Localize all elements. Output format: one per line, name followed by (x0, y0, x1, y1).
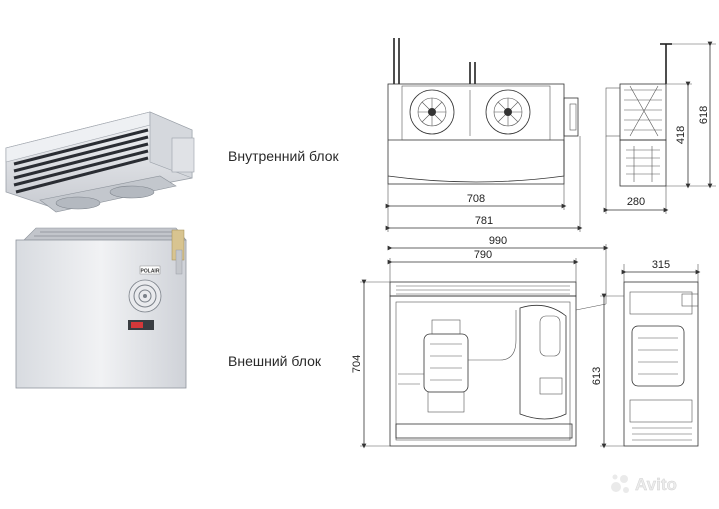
dim-indoor-781: 781 (475, 215, 493, 227)
dim-outdoor-704: 704 (351, 355, 363, 373)
indoor-front-drawing (385, 38, 583, 232)
dim-outdoor-613: 613 (591, 367, 603, 385)
dim-indoor-708: 708 (467, 193, 485, 205)
outdoor-unit-photo (15, 227, 187, 389)
outdoor-front-drawing (360, 244, 609, 449)
avito-watermark-text: Avito (635, 475, 677, 494)
indoor-fan-left (409, 89, 455, 135)
outdoor-unit-label: Внешний блок (228, 353, 321, 369)
indoor-side-drawing (603, 41, 716, 214)
brand-badge: POLAIR (141, 269, 160, 275)
dim-outdoor-790: 790 (474, 249, 492, 261)
outdoor-side-drawing (600, 264, 701, 449)
dim-outdoor-315: 315 (652, 259, 670, 271)
indoor-unit-label: Внутренний блок (228, 148, 339, 164)
avito-logo-icon (611, 474, 629, 493)
dim-outdoor-990: 990 (489, 235, 507, 247)
dim-indoor-618: 618 (698, 106, 710, 124)
indoor-fan-right (485, 89, 531, 135)
indoor-unit-photo (5, 111, 195, 213)
dim-indoor-418: 418 (675, 126, 687, 144)
dim-indoor-280: 280 (627, 196, 645, 208)
avito-watermark: Avito (611, 474, 677, 494)
